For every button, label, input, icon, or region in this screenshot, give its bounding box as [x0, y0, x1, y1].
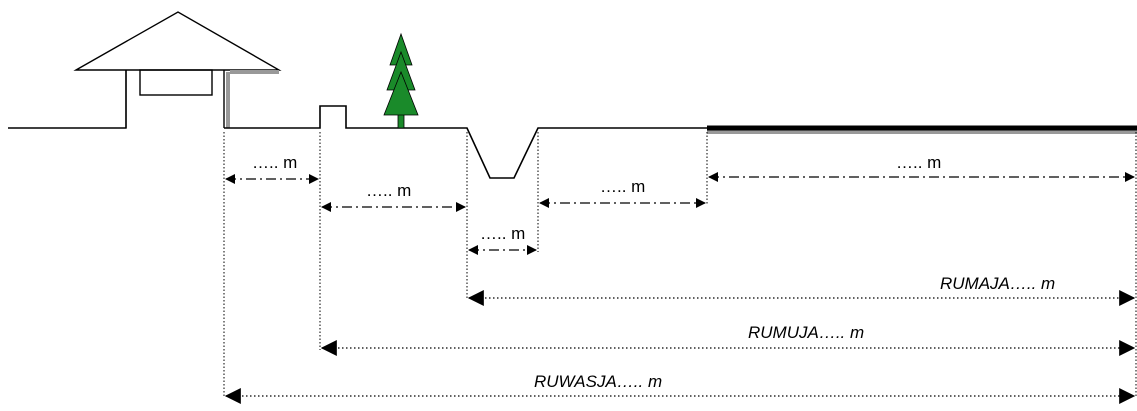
dim-rumuja: RUMUJA….. m	[320, 323, 1136, 356]
house-icon	[8, 11, 282, 129]
dim-rumaja: RUMAJA….. m	[467, 274, 1136, 306]
road-shadow	[707, 130, 1137, 134]
seg-2-label: ….. m	[366, 181, 411, 200]
seg-4-label: ….. m	[600, 177, 645, 196]
guide-lines	[223, 132, 1137, 398]
seg-1-label: ….. m	[252, 153, 297, 172]
dim-seg-3: ….. m	[468, 224, 537, 255]
dim-seg-1: ….. m	[225, 153, 319, 184]
dim-ruwasja: RUWASJA….. m	[224, 372, 1136, 404]
ground-profile	[224, 105, 1137, 179]
dim-seg-2: ….. m	[321, 181, 466, 212]
tree-icon	[383, 32, 419, 129]
seg-3-label: ….. m	[480, 224, 525, 243]
rumuja-label: RUMUJA….. m	[748, 323, 864, 342]
ruwasja-label: RUWASJA….. m	[534, 372, 662, 391]
rumaja-label: RUMAJA….. m	[940, 274, 1055, 293]
seg-5-label: ….. m	[896, 153, 941, 172]
dim-seg-4: ….. m	[539, 177, 706, 208]
dim-seg-5: ….. m	[708, 153, 1135, 182]
